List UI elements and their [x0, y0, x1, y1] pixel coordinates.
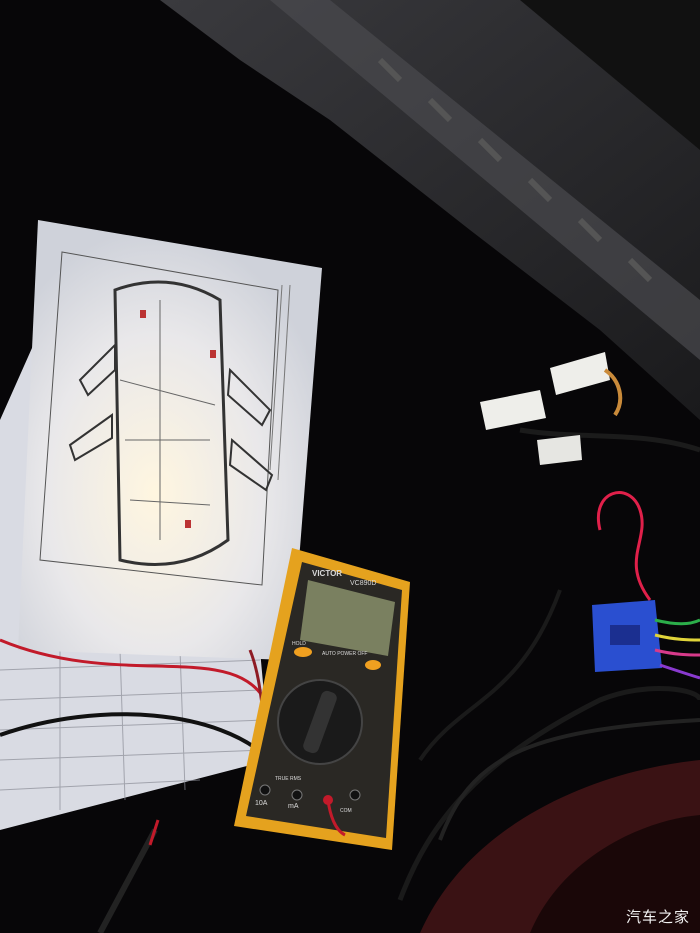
hold-label: HOLD [292, 641, 306, 647]
jack-com-label: COM [340, 808, 352, 814]
multimeter-model: VC890D [350, 580, 376, 587]
true-rms-label: TRUE RMS [275, 776, 302, 782]
jack-10a-label: 10A [255, 800, 268, 807]
jack-ma-label: mA [288, 803, 299, 810]
multimeter-brand: VICTOR [312, 569, 342, 578]
auto-power-off-label: AUTO POWER OFF [322, 651, 367, 657]
multimeter-display [300, 580, 395, 656]
wiring-diagram-paper [18, 220, 322, 660]
fuse-table-sheet [0, 330, 270, 830]
blue-connector [592, 600, 700, 680]
multimeter: VICTOR VC890D HOLD AUTO POWER OFF TRUE R… [234, 548, 410, 850]
car-trim-panel [160, 0, 700, 420]
hold-button [294, 647, 312, 657]
watermark: 汽车之家 [625, 908, 690, 926]
wire-connectors [480, 352, 623, 465]
function-button [365, 660, 381, 670]
